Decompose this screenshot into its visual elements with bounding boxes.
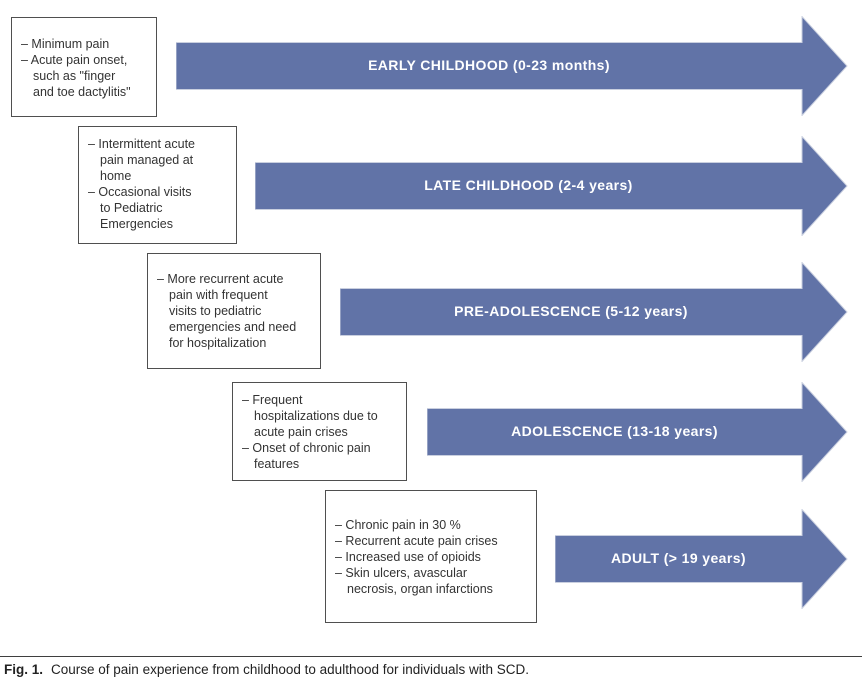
stage-label-adult: ADULT (> 19 years) <box>611 550 746 566</box>
stage-label-pre-adolescence: PRE-ADOLESCENCE (5-12 years) <box>454 303 688 319</box>
timeline-arrow-icon <box>555 508 848 609</box>
caption-divider <box>0 656 862 657</box>
note-bullet: – Occasional visits to Pediatric Emergen… <box>88 185 192 231</box>
note-bullet: – Frequent hospitalizations due to acute… <box>242 393 378 439</box>
timeline-arrow-icon <box>340 261 848 362</box>
note-bullet: – Recurrent acute pain crises <box>335 534 498 548</box>
figure-caption-text: Course of pain experience from childhood… <box>51 662 530 677</box>
note-box-early-childhood: – Minimum pain – Acute pain onset, such … <box>11 17 157 117</box>
figure-caption: Fig. 1. Course of pain experience from ch… <box>4 662 854 677</box>
stage-label-adolescence: ADOLESCENCE (13-18 years) <box>511 423 718 439</box>
stage-label-late-childhood: LATE CHILDHOOD (2-4 years) <box>424 177 633 193</box>
note-box-adult: – Chronic pain in 30 % – Recurrent acute… <box>325 490 537 623</box>
note-box-pre-adolescence: – More recurrent acute pain with frequen… <box>147 253 321 369</box>
note-box-adolescence: – Frequent hospitalizations due to acute… <box>232 382 407 481</box>
timeline-arrow-icon <box>176 15 848 116</box>
note-bullet: – Minimum pain <box>21 37 110 51</box>
timeline-arrow-icon <box>255 135 848 236</box>
note-bullet: – Onset of chronic pain features <box>242 441 371 471</box>
note-bullet: – Chronic pain in 30 % <box>335 518 461 532</box>
note-bullet: – Skin ulcers, avascular necrosis, organ… <box>335 566 493 596</box>
note-bullet: – Acute pain onset, such as "finger and … <box>21 53 131 99</box>
note-bullet: – Intermittent acute pain managed at hom… <box>88 137 196 183</box>
note-bullet: – More recurrent acute pain with frequen… <box>157 272 297 350</box>
note-box-late-childhood: – Intermittent acute pain managed at hom… <box>78 126 237 244</box>
figure-caption-label: Fig. 1. <box>4 662 44 677</box>
timeline-arrow-icon <box>427 381 848 482</box>
stage-label-early-childhood: EARLY CHILDHOOD (0-23 months) <box>368 57 610 73</box>
note-bullet: – Increased use of opioids <box>335 550 481 564</box>
